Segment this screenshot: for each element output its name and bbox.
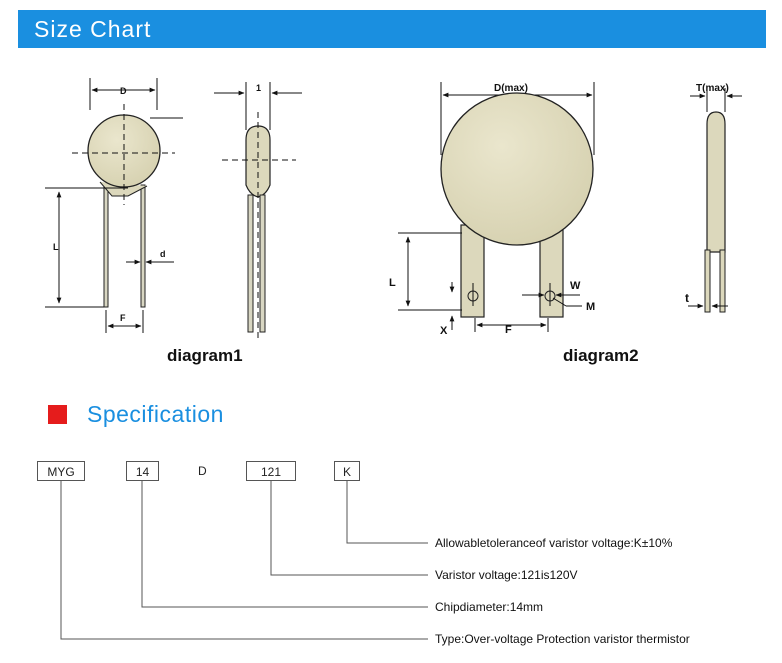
code-box-k: K (334, 461, 360, 481)
diagram2-l-label: L (389, 277, 396, 289)
diagram1-front-view: D L d F (45, 78, 183, 333)
desc-type: Type:Over-voltage Protection varistor th… (435, 632, 690, 646)
spec-title: Specification (87, 401, 224, 427)
diagram2-t-label: T(max) (696, 83, 729, 94)
diagram1-caption: diagram1 (167, 346, 243, 365)
diagram2-caption: diagram2 (563, 346, 639, 365)
code-box-14: 14 (126, 461, 159, 481)
diagram1-f-label: F (120, 313, 126, 323)
diagram2-x-label: X (440, 325, 448, 337)
diagram1-dlead-label: d (160, 249, 166, 259)
diagram2-d-label: D(max) (494, 83, 528, 94)
diagram2-m-label: M (586, 301, 595, 313)
diagram1-l-label: L (53, 242, 59, 252)
spec-title-square-icon (48, 405, 67, 424)
diagram2-side-view: T(max) t (685, 83, 742, 313)
code-letter-d: D (198, 464, 207, 478)
header-bar: Size Chart (18, 10, 766, 48)
code-box-121: 121 (246, 461, 296, 481)
diagram2-f-label: F (505, 324, 512, 336)
diagram2-tlead-label: t (685, 291, 689, 305)
spec-connector-lines (60, 481, 428, 640)
diagram2-front-view: D(max) L X F W M (389, 82, 595, 337)
desc-voltage: Varistor voltage:121is120V (435, 568, 578, 582)
diagram1-t-label: 1 (256, 83, 261, 93)
diagram1-d-label: D (120, 86, 127, 96)
desc-tolerance: Allowabletoleranceof varistor voltage:K±… (435, 536, 673, 550)
header-title: Size Chart (34, 16, 152, 42)
diagram2-w-label: W (570, 280, 581, 292)
diagram1-side-view: 1 (214, 82, 302, 340)
desc-chip-diameter: Chipdiameter:14mm (435, 600, 544, 614)
code-box-myg: MYG (37, 461, 85, 481)
